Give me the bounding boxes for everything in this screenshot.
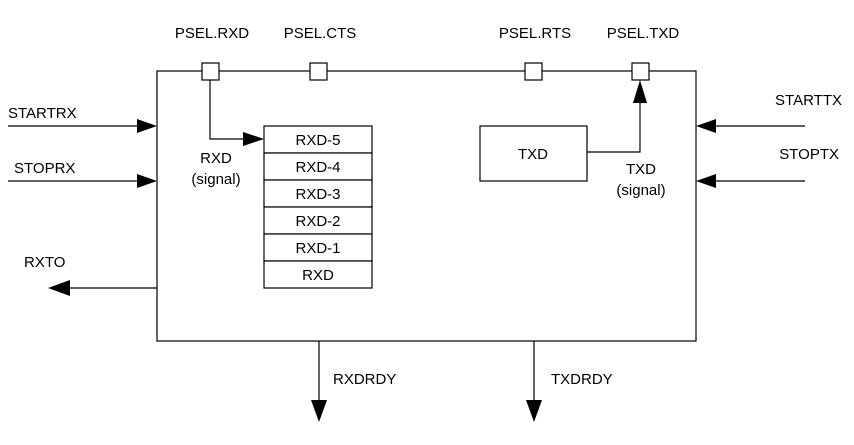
task-label-stoprx: STOPRX bbox=[14, 160, 75, 177]
pin-label-psel-rxd: PSEL.RXD bbox=[175, 25, 249, 42]
txd-signal-arrow bbox=[633, 80, 647, 103]
rx-fifo-cell-label: RXD-4 bbox=[295, 159, 340, 176]
stoptx-arrow bbox=[696, 174, 716, 188]
starttx-arrow bbox=[696, 119, 716, 133]
rx-fifo-cell bbox=[263, 260, 373, 289]
txd-signal-label-line1: TXD bbox=[626, 161, 656, 178]
rxd-signal-line bbox=[209, 80, 246, 140]
rx-fifo-cell-label: RXD bbox=[302, 267, 334, 284]
rx-fifo-cell-label: RXD-5 bbox=[295, 132, 340, 149]
rxd-signal-arrow bbox=[243, 132, 264, 146]
startrx-arrow bbox=[137, 119, 157, 133]
rx-fifo-cell-label: RXD-1 bbox=[295, 240, 340, 257]
task-label-stoptx: STOPTX bbox=[779, 146, 839, 163]
event-label-rxto: RXTO bbox=[24, 254, 65, 271]
txd-register-label: TXD bbox=[518, 146, 548, 163]
rxdrdy-arrow bbox=[311, 400, 327, 422]
rx-fifo-cell-label: RXD-2 bbox=[295, 213, 340, 230]
rx-fifo-cell bbox=[263, 125, 373, 154]
txdrdy-arrow bbox=[526, 400, 542, 422]
rxd-signal-label-line2: (signal) bbox=[191, 171, 240, 188]
rxd-signal-label-line1: RXD bbox=[200, 150, 232, 167]
txd-signal-line bbox=[587, 102, 641, 153]
rx-fifo: RXD-5 RXD-4 RXD-3 RXD-2 RXD-1 RXD bbox=[263, 125, 373, 289]
event-label-txdrdy: TXDRDY bbox=[551, 371, 613, 388]
txd-register bbox=[479, 125, 588, 182]
task-label-starttx: STARTTX bbox=[775, 92, 842, 109]
pin-pad-rxd bbox=[201, 62, 220, 81]
stoprx-arrow bbox=[137, 174, 157, 188]
pin-pad-cts bbox=[309, 62, 328, 81]
pin-label-psel-rts: PSEL.RTS bbox=[499, 25, 571, 42]
task-label-startrx: STARTRX bbox=[8, 105, 77, 122]
pin-pad-txd bbox=[631, 62, 650, 81]
event-label-rxdrdy: RXDRDY bbox=[333, 371, 396, 388]
pin-pad-rts bbox=[524, 62, 543, 81]
txd-signal-label-line2: (signal) bbox=[616, 182, 665, 199]
peripheral-block bbox=[156, 70, 697, 342]
pin-label-psel-txd: PSEL.TXD bbox=[607, 25, 680, 42]
rxto-arrow bbox=[48, 280, 70, 296]
pin-label-psel-cts: PSEL.CTS bbox=[284, 25, 357, 42]
rx-fifo-cell-label: RXD-3 bbox=[295, 186, 340, 203]
